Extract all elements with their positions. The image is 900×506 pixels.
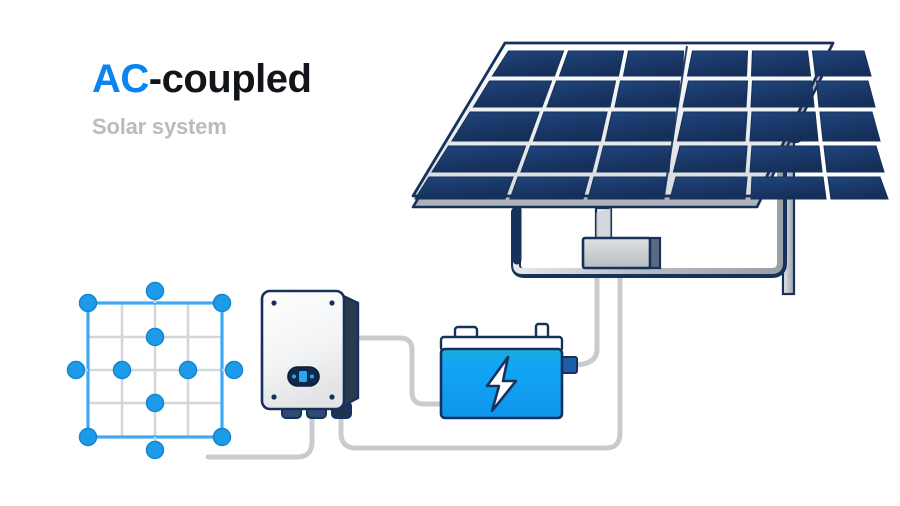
cell — [749, 111, 819, 142]
grid-node-corner-tl — [78, 293, 98, 313]
grid-nodes — [66, 281, 244, 460]
grid-node-corner-tr — [212, 293, 232, 313]
inverter-display[interactable] — [287, 366, 320, 387]
cable-grid-to-inverter — [205, 411, 315, 460]
cell — [827, 176, 889, 200]
cell — [811, 50, 872, 77]
title-accent-text: AC — [92, 57, 149, 101]
grid-node-inner-left — [112, 360, 132, 380]
cell — [614, 80, 681, 108]
cell — [509, 176, 590, 200]
cell — [669, 176, 748, 200]
cell — [532, 111, 608, 142]
display-indicator-left — [292, 374, 296, 379]
display-indicator-right — [310, 374, 314, 379]
inverter[interactable] — [260, 289, 360, 419]
screw-br — [329, 394, 335, 400]
cell — [682, 80, 749, 108]
grid-node-inner-top — [145, 327, 165, 347]
cable-inverter-to-battery — [349, 335, 449, 407]
cell — [451, 111, 540, 142]
page-title: AC-coupled — [92, 58, 422, 100]
cable-inverter-to-junction — [338, 265, 623, 451]
grid-node-stub-top — [145, 281, 165, 301]
screw-tr — [329, 300, 335, 306]
cell — [750, 50, 812, 77]
battery[interactable] — [439, 322, 578, 420]
cell — [587, 176, 667, 200]
cell — [413, 176, 514, 200]
cell — [558, 50, 625, 77]
cell — [491, 50, 565, 77]
cable-battery-to-junction — [570, 265, 600, 368]
cell — [686, 50, 749, 77]
cell — [520, 145, 600, 173]
inverter-body — [260, 289, 346, 411]
cell — [672, 145, 748, 173]
title-rest-text: -coupled — [148, 57, 312, 101]
screw-tl — [271, 300, 277, 306]
cell — [815, 80, 876, 108]
cell — [749, 145, 823, 173]
cell — [546, 80, 617, 108]
lightning-bolt-icon — [485, 355, 518, 413]
panel-seam — [663, 45, 688, 197]
grid-node-inner-bottom — [145, 393, 165, 413]
grid-node-stub-right — [224, 360, 244, 380]
cell — [819, 111, 881, 142]
cell — [472, 80, 553, 108]
inverter-screws — [271, 300, 335, 400]
grid-node-corner-bl — [78, 427, 98, 447]
cell — [750, 80, 815, 108]
grid-node-corner-br — [212, 427, 232, 447]
grid-icon[interactable] — [66, 281, 244, 460]
grid-inner-lines — [88, 303, 222, 437]
cell — [430, 145, 527, 173]
junction-box[interactable] — [581, 236, 662, 270]
grid-node-stub-left — [66, 360, 86, 380]
panel-cells-right — [669, 50, 889, 200]
title-block: AC-coupled Solar system — [92, 58, 422, 140]
grid-node-inner-right — [178, 360, 198, 380]
cell — [676, 111, 748, 142]
display-indicator-main — [299, 371, 307, 382]
cell — [604, 111, 676, 142]
cell — [750, 176, 827, 200]
page-subtitle: Solar system — [92, 114, 227, 139]
solar-panel[interactable] — [411, 41, 889, 209]
panel-cells-left — [413, 50, 685, 200]
cell — [596, 145, 672, 173]
grid-node-stub-bottom — [145, 440, 165, 460]
cell — [823, 145, 885, 173]
screw-bl — [271, 394, 277, 400]
support-strut-center-shade — [596, 208, 611, 238]
support-rail-frame-face — [513, 147, 783, 274]
junction-box-body — [581, 236, 652, 270]
cell — [622, 50, 685, 77]
